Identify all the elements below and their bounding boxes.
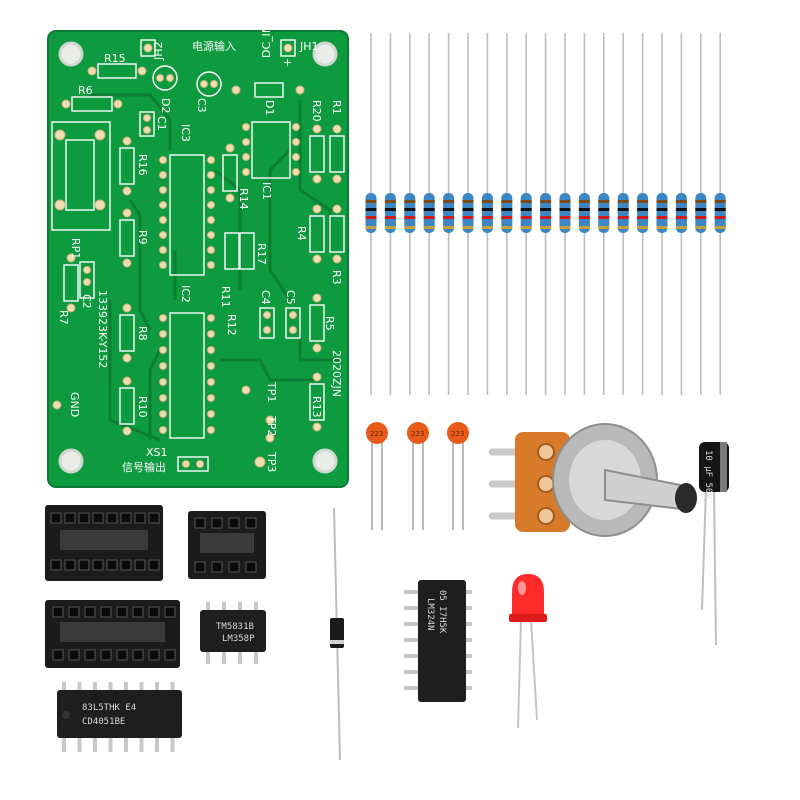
label-plus: + [283, 56, 292, 69]
ceramic-capacitors: 223 223 223 [366, 422, 469, 530]
label-ic2: IC2 [179, 285, 192, 303]
label-r6: R6 [78, 84, 93, 97]
label-r20: R20 [310, 100, 323, 122]
pcb-silkscreen: 电源输入 DC_IN + JH1 JH2 R15 R6 D2 C3 C1 D1 … [57, 25, 343, 474]
label-tp1: TP1 [265, 381, 278, 402]
resistor [404, 33, 416, 395]
ic-lm324-line1: 05 I7H5K [437, 590, 447, 634]
label-dc-in: DC_IN [260, 25, 273, 58]
pcb-board: 电源输入 DC_IN + JH1 JH2 R15 R6 D2 C3 C1 D1 … [47, 25, 349, 488]
label-r8: R8 [136, 326, 149, 341]
ic-lm358: TM5831B LM358P [200, 602, 266, 664]
label-r3: R3 [330, 270, 343, 285]
label-d1: D1 [263, 100, 276, 115]
label-tp3: TP3 [265, 451, 278, 472]
pcb-footprints [51, 39, 345, 472]
label-r4: R4 [295, 226, 308, 241]
potentiometer [488, 423, 697, 537]
label-r14: R14 [237, 188, 250, 210]
label-r16: R16 [136, 154, 149, 176]
resistor [675, 33, 687, 395]
ic-cd4051-line1: 83L5THK E4 [82, 703, 136, 713]
label-jh1: JH1 [299, 40, 319, 53]
ic-lm324-line2: LM324N [425, 598, 435, 631]
ic-socket-16-pin-a [45, 505, 163, 581]
label-d2: D2 [159, 98, 172, 113]
ceramic-cap-3-label: 223 [451, 430, 464, 438]
label-r1: R1 [330, 100, 343, 115]
label-r10: R10 [136, 396, 149, 418]
label-xs1: XS1 [146, 446, 168, 459]
ceramic-cap-1: 223 [366, 422, 388, 530]
resistor [423, 33, 435, 395]
resistor [384, 33, 396, 395]
label-year: 2020ZJN [330, 350, 343, 397]
resistor [714, 33, 726, 395]
resistor [501, 33, 513, 395]
label-r15: R15 [104, 52, 126, 65]
label-ic3: IC3 [179, 124, 192, 142]
label-r11: R11 [219, 286, 232, 308]
label-serial: 133923K-Y152 [96, 290, 109, 368]
label-jh2: JH2 [152, 41, 165, 61]
label-r17: R17 [255, 243, 268, 265]
resistor [481, 33, 493, 395]
ceramic-cap-1-label: 223 [370, 430, 383, 438]
label-tp2: TP2 [265, 415, 278, 436]
diode [330, 507, 344, 761]
mounting-holes [58, 41, 338, 474]
resistor [637, 33, 649, 395]
label-r5: R5 [323, 316, 336, 331]
resistor [462, 33, 474, 395]
resistor [598, 33, 610, 395]
label-c1: C1 [155, 116, 168, 131]
resistor [540, 33, 552, 395]
red-led [509, 574, 547, 729]
ic-cd4051: 83L5THK E4 CD4051BE [57, 682, 182, 752]
resistor [365, 33, 377, 395]
ic-pin-pads [159, 123, 300, 434]
resistor [559, 33, 571, 395]
ic-lm358-line1: TM5831B [216, 622, 254, 632]
electrolytic-capacitor: 10 μF 50V [699, 442, 729, 646]
label-r9: R9 [136, 230, 149, 245]
ic-cd4051-line2: CD4051BE [82, 717, 125, 727]
label-r13: R13 [310, 396, 323, 418]
resistor [695, 33, 707, 395]
label-c3: C3 [195, 98, 208, 113]
resistor [520, 33, 532, 395]
ceramic-cap-2-label: 223 [411, 430, 424, 438]
electrolytic-cap-label: 10 μF 50V [703, 450, 713, 499]
label-rp1: RP1 [69, 238, 82, 259]
resistor [656, 33, 668, 395]
ceramic-cap-2: 223 [407, 422, 429, 530]
pcb-pads [52, 43, 342, 468]
label-r7: R7 [57, 310, 70, 325]
label-power-input: 电源输入 [192, 39, 236, 53]
ceramic-cap-3: 223 [447, 422, 469, 530]
ic-lm324: 05 I7H5K LM324N [404, 580, 472, 702]
resistor [443, 33, 455, 395]
ic-socket-16-pin-b [45, 600, 180, 668]
label-c4: C4 [259, 290, 272, 305]
label-ic1: IC1 [260, 182, 273, 200]
ic-socket-8-pin [188, 511, 266, 579]
label-c2: C2 [80, 294, 93, 309]
ic-lm358-line2: LM358P [222, 634, 255, 644]
label-r12: R12 [225, 314, 238, 336]
label-gnd: GND [68, 392, 81, 417]
label-c5: C5 [284, 290, 297, 305]
resistor [617, 33, 629, 395]
label-signal-output: 信号输出 [122, 460, 166, 474]
resistor-strip [365, 33, 726, 395]
resistor [578, 33, 590, 395]
